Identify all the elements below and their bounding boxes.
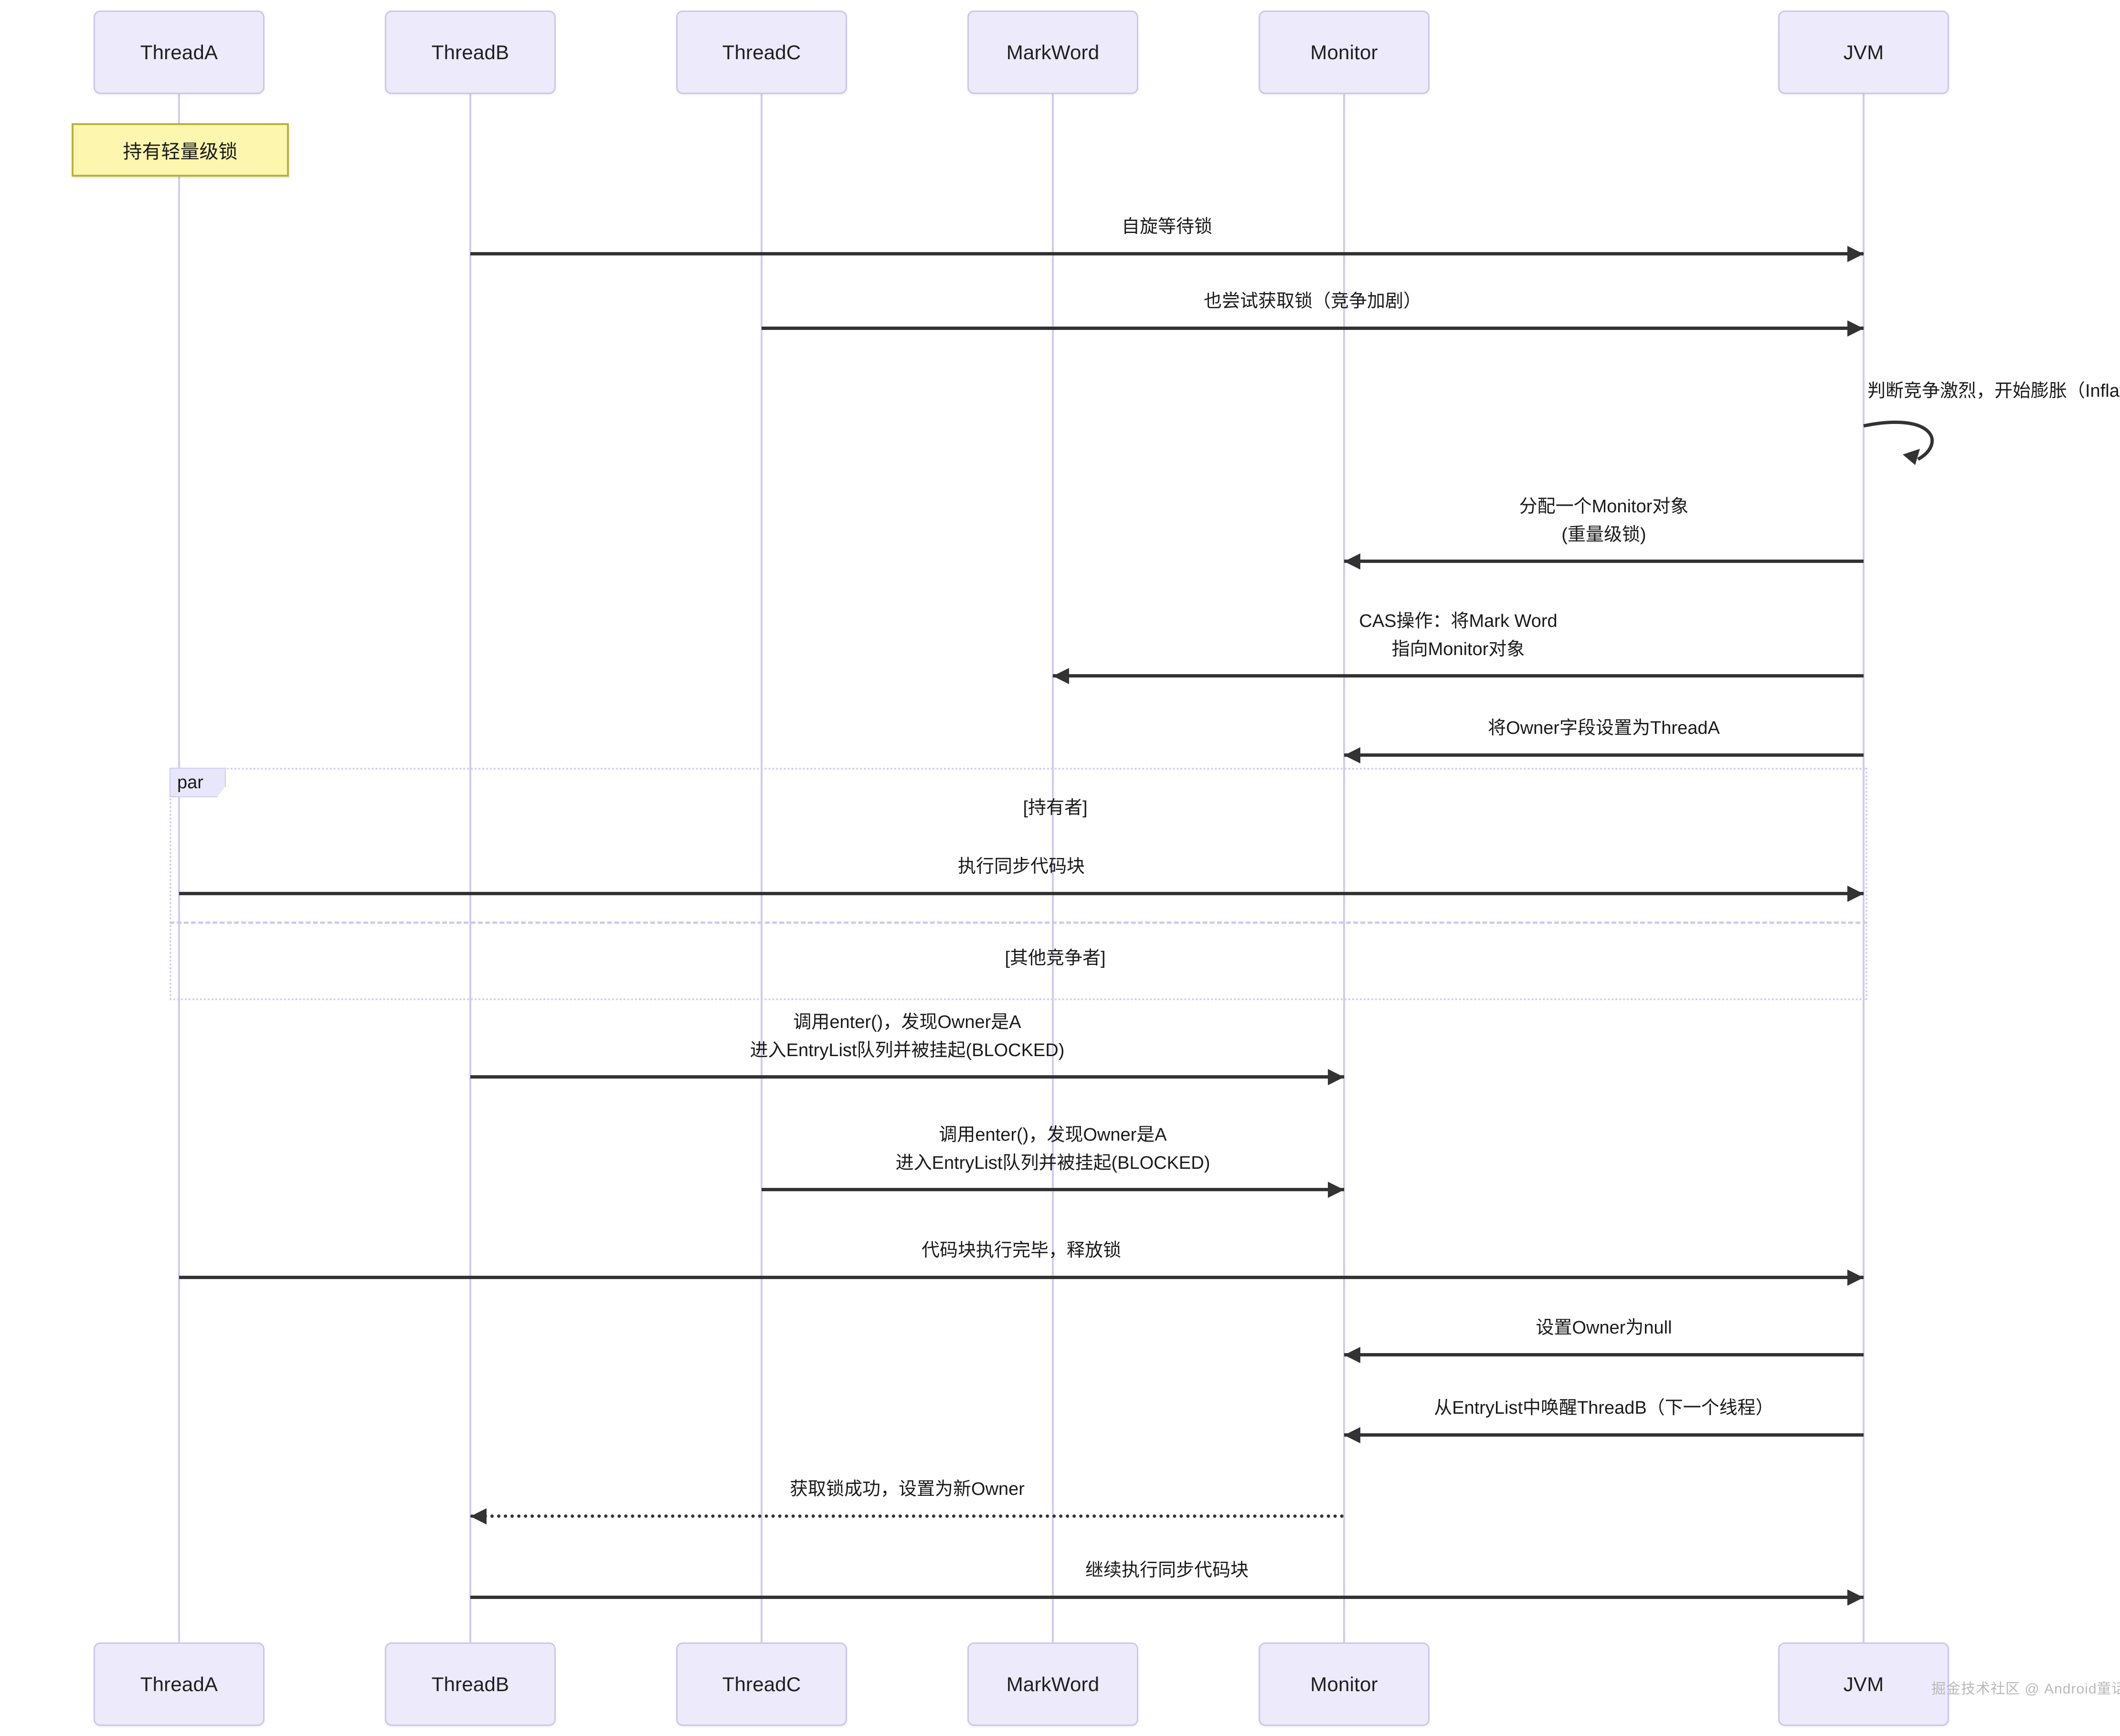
participant-top-markword[interactable]: MarkWord bbox=[967, 11, 1138, 94]
fragment-divider-0 bbox=[170, 921, 1867, 924]
message-arrowhead-m14 bbox=[1847, 1589, 1864, 1606]
message-arrowhead-m12 bbox=[1344, 1427, 1360, 1443]
message-label-m7: 执行同步代码块 bbox=[957, 857, 1085, 877]
fragment-condition-1: [其他竞争者] bbox=[1005, 948, 1106, 968]
participant-label-markword: MarkWord bbox=[1006, 41, 1100, 64]
message-arrowhead-m1 bbox=[1847, 246, 1864, 262]
participant-top-threadc[interactable]: ThreadC bbox=[676, 11, 847, 94]
note-note-lightweight-lock: 持有轻量级锁 bbox=[72, 123, 289, 177]
message-label-m10: 代码块执行完毕，释放锁 bbox=[921, 1240, 1122, 1260]
message-arrowhead-m4 bbox=[1344, 553, 1360, 570]
message-arrowhead-m8 bbox=[1328, 1069, 1344, 1085]
message-line-m1 bbox=[470, 252, 1864, 255]
message-line-m13 bbox=[470, 1514, 1344, 1518]
participant-label-threada: ThreadA bbox=[140, 1672, 218, 1695]
participant-top-threada[interactable]: ThreadA bbox=[94, 11, 265, 94]
message-arrowhead-m9 bbox=[1328, 1182, 1344, 1198]
message-label-m4: 分配一个Monitor对象(重量级锁) bbox=[1519, 497, 1689, 545]
message-arrowhead-m13 bbox=[470, 1508, 487, 1524]
participant-label-threada: ThreadA bbox=[140, 41, 218, 64]
participant-label-threadc: ThreadC bbox=[722, 1672, 801, 1695]
participant-top-threadb[interactable]: ThreadB bbox=[385, 11, 556, 94]
participant-label-threadb: ThreadB bbox=[431, 1672, 509, 1695]
self-message-loop-m3 bbox=[1863, 420, 1934, 465]
message-line-m10 bbox=[179, 1276, 1864, 1279]
message-line-m8 bbox=[470, 1075, 1344, 1079]
participant-bottom-jvm[interactable]: JVM bbox=[1778, 1642, 1949, 1726]
fragment-tag-par: par bbox=[170, 768, 226, 797]
message-arrowhead-m5 bbox=[1053, 668, 1069, 684]
participant-bottom-threadb[interactable]: ThreadB bbox=[385, 1642, 556, 1726]
lifeline-jvm bbox=[1863, 94, 1865, 1642]
message-label-m14: 继续执行同步代码块 bbox=[1085, 1560, 1249, 1580]
lifeline-threadc bbox=[761, 94, 763, 1642]
fragment-par bbox=[170, 768, 1867, 1000]
participant-top-monitor[interactable]: Monitor bbox=[1259, 11, 1430, 94]
participant-label-monitor: Monitor bbox=[1310, 1672, 1378, 1695]
message-line-m6 bbox=[1344, 753, 1864, 757]
fragment-tag-label: par bbox=[177, 772, 203, 793]
message-line-m7 bbox=[179, 892, 1864, 895]
message-label-m1: 自旋等待锁 bbox=[1121, 217, 1213, 237]
participant-label-monitor: Monitor bbox=[1310, 41, 1378, 64]
lifeline-threadb bbox=[469, 94, 471, 1642]
participant-bottom-markword[interactable]: MarkWord bbox=[967, 1642, 1138, 1726]
message-arrowhead-m7 bbox=[1847, 886, 1864, 902]
message-label-m11: 设置Owner为null bbox=[1536, 1318, 1672, 1338]
message-arrowhead-m2 bbox=[1847, 320, 1864, 337]
participant-top-jvm[interactable]: JVM bbox=[1778, 11, 1949, 94]
message-label-m3: 判断竞争激烈，开始膨胀（Inflate） bbox=[1867, 381, 2120, 401]
message-line-m11 bbox=[1344, 1353, 1864, 1356]
watermark: 掘金技术社区 @ Android童话镇 bbox=[1931, 1681, 2120, 1697]
message-line-m9 bbox=[762, 1188, 1344, 1191]
message-arrowhead-m6 bbox=[1344, 747, 1360, 763]
participant-bottom-threada[interactable]: ThreadA bbox=[94, 1642, 265, 1726]
note-label-note-lightweight-lock: 持有轻量级锁 bbox=[123, 141, 238, 162]
message-arrowhead-m10 bbox=[1847, 1270, 1864, 1286]
message-label-m13: 获取锁成功，设置为新Owner bbox=[790, 1479, 1025, 1499]
participant-label-markword: MarkWord bbox=[1006, 1672, 1100, 1695]
participant-label-threadc: ThreadC bbox=[722, 41, 801, 64]
message-line-m5 bbox=[1053, 674, 1864, 677]
message-label-m12: 从EntryList中唤醒ThreadB（下一个线程） bbox=[1434, 1398, 1774, 1418]
participant-bottom-threadc[interactable]: ThreadC bbox=[676, 1642, 847, 1726]
lifeline-monitor bbox=[1343, 94, 1345, 1642]
participant-label-jvm: JVM bbox=[1843, 1672, 1884, 1695]
message-label-m6: 将Owner字段设置为ThreadA bbox=[1488, 718, 1720, 738]
message-arrowhead-m11 bbox=[1344, 1347, 1360, 1363]
message-label-m2: 也尝试获取锁（竞争加剧） bbox=[1203, 291, 1422, 311]
participant-label-jvm: JVM bbox=[1843, 41, 1884, 64]
fragment-condition-0: [持有者] bbox=[1023, 798, 1088, 818]
message-line-m12 bbox=[1344, 1433, 1864, 1437]
lifeline-markword bbox=[1052, 94, 1054, 1642]
lifeline-threada bbox=[178, 94, 180, 1642]
message-line-m4 bbox=[1344, 560, 1864, 563]
participant-label-threadb: ThreadB bbox=[431, 41, 509, 64]
participant-bottom-monitor[interactable]: Monitor bbox=[1259, 1642, 1430, 1726]
message-line-m14 bbox=[470, 1596, 1864, 1599]
message-line-m2 bbox=[762, 327, 1864, 330]
